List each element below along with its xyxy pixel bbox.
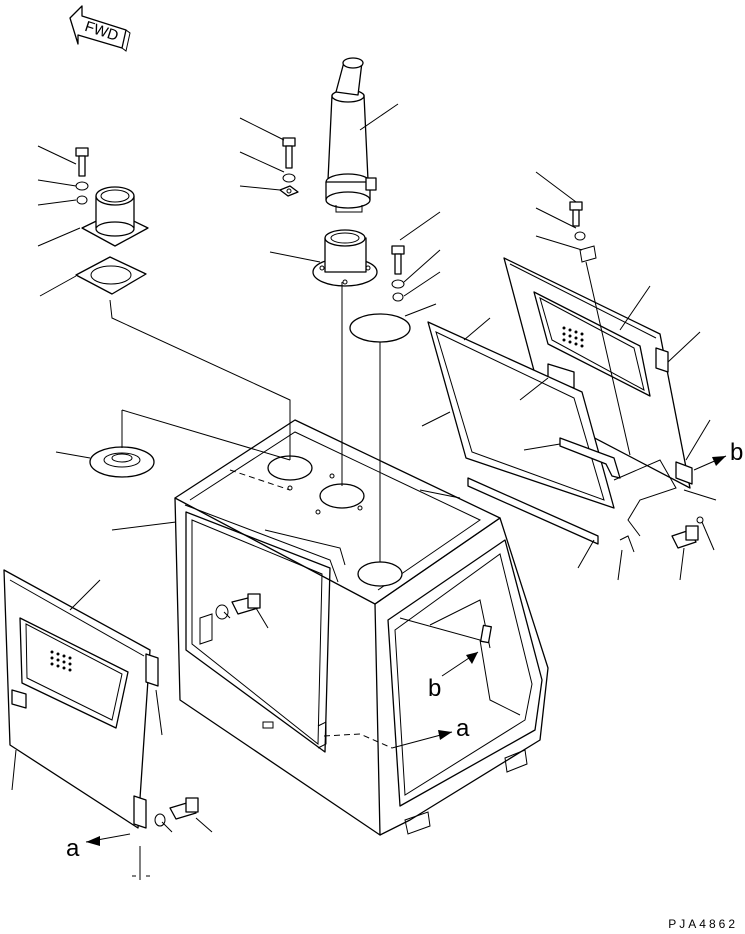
view-arrow-b-bottom [441,651,479,677]
view-label-b-bottom: b [428,675,441,702]
door-grille-icon [50,650,72,672]
drawing-code: PJA4862 [668,917,738,931]
stack-gasket [349,313,411,343]
right-door-grille-icon [562,326,584,348]
cab-body [174,419,549,836]
window-glass [427,321,615,509]
exhaust-stack [325,57,377,213]
left-door [3,569,199,829]
view-label-a-right: a [456,715,470,742]
view-label-a-left: a [66,835,80,862]
seal-strip [467,477,599,545]
flange-bolts [391,245,405,302]
window-handle [559,437,621,479]
stack-bolts [279,137,299,197]
view-arrow-a-right [323,730,453,749]
view-label-b-right: b [730,439,743,466]
view-arrow-b-right [693,455,727,471]
leader-lines [11,103,717,880]
window-hardware [619,516,704,553]
right-door [503,201,693,489]
grommet [89,446,155,478]
roof-hole-3 [357,561,403,587]
fwd-arrow-icon: FWD [69,5,131,52]
intake-duct [75,147,149,295]
roof-hole-2 [319,483,365,509]
view-arrow-a-left [85,833,131,846]
exhaust-flange [312,229,378,287]
fwd-label: FWD [83,18,121,45]
